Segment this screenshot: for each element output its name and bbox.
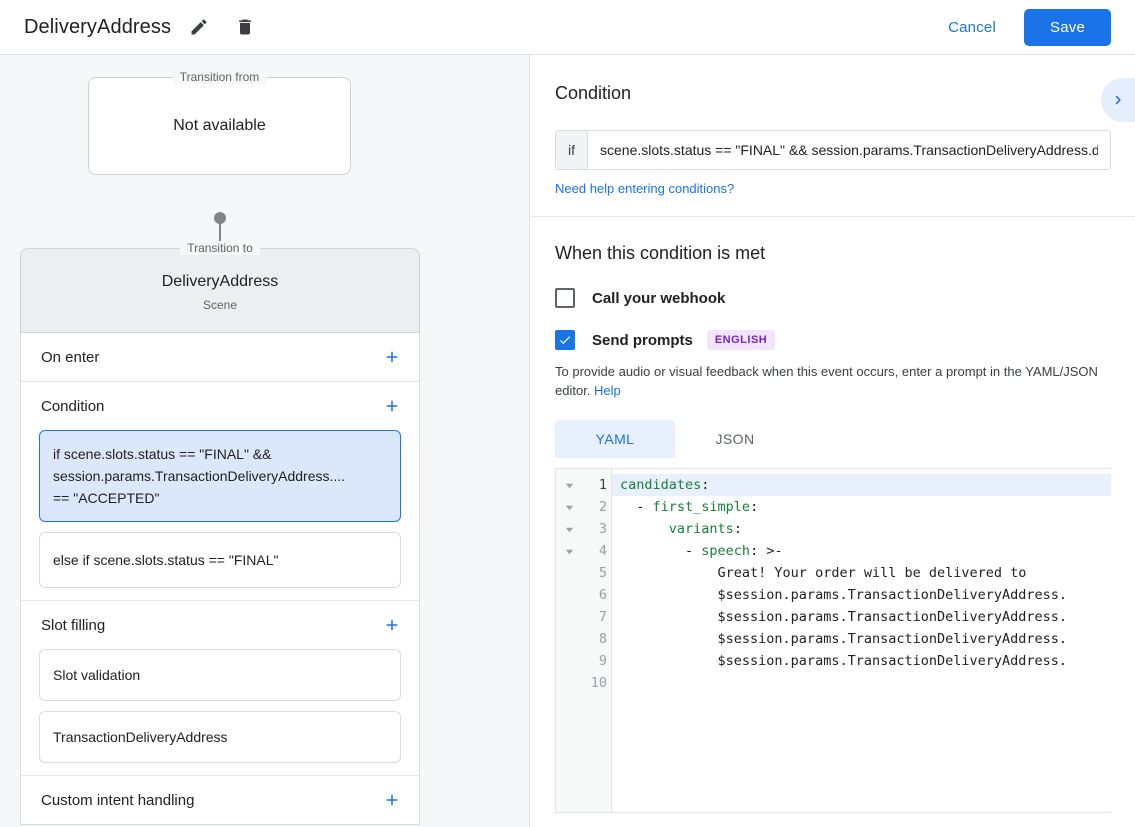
line-number: 8 <box>598 631 607 647</box>
scene-sections-list: On enter Condition if scene.slots.status… <box>20 333 420 825</box>
code-line[interactable]: candidates: <box>612 474 1111 496</box>
when-condition-met-heading: When this condition is met <box>555 243 766 263</box>
send-prompts-label: Send prompts <box>592 331 693 349</box>
condition-input[interactable] <box>588 131 1110 169</box>
section-header-on-enter[interactable]: On enter <box>21 333 419 381</box>
section-header-custom-intent-handling[interactable]: Custom intent handling <box>21 776 419 824</box>
code-editor[interactable]: 1 2 3 4 5 6 7 8 9 10 candidates: - first_simple: … <box>555 468 1111 813</box>
section-title: Slot filling <box>41 616 106 634</box>
line-number: 5 <box>598 565 607 581</box>
editor-fold-gutter[interactable] <box>556 469 582 812</box>
condition-help-link[interactable]: Need help entering conditions? <box>555 181 735 196</box>
chevron-right-icon[interactable] <box>1101 78 1135 122</box>
when-condition-met-section: When this condition is met Call your web… <box>531 217 1135 813</box>
line-number: 4 <box>598 543 607 559</box>
code-line[interactable]: - first_simple: <box>620 499 759 515</box>
section-body-slot-filling: Slot validation TransactionDeliveryAddre… <box>21 649 419 775</box>
code-line[interactable]: $session.params.TransactionDeliveryAddre… <box>620 631 1068 647</box>
condition-if-prefix: if <box>556 131 588 169</box>
fold-spacer <box>556 584 582 606</box>
top-app-bar: DeliveryAddress Cancel Save <box>0 0 1135 55</box>
fold-spacer <box>556 562 582 584</box>
add-condition-button[interactable] <box>379 393 405 419</box>
line-number: 1 <box>598 477 607 493</box>
fold-toggle-icon[interactable] <box>556 496 582 518</box>
fold-toggle-icon[interactable] <box>556 474 582 496</box>
fold-toggle-icon[interactable] <box>556 518 582 540</box>
code-line[interactable] <box>620 672 1111 694</box>
section-title: Condition <box>41 397 105 415</box>
section-title: Custom intent handling <box>41 791 195 809</box>
fold-spacer <box>556 650 582 672</box>
editor-code-area[interactable]: candidates: - first_simple: variants: - … <box>612 469 1111 812</box>
left-panel: Transition from Not available Transition… <box>0 55 530 827</box>
list-item[interactable]: else if scene.slots.status == "FINAL" <box>39 532 401 588</box>
transition-from-box: Transition from Not available <box>88 70 351 175</box>
send-prompts-checkbox[interactable] <box>555 330 575 350</box>
transition-to-box: Transition to DeliveryAddress Scene <box>20 241 420 333</box>
section-title: On enter <box>41 348 100 366</box>
condition-section: Condition if Need help entering conditio… <box>531 55 1135 216</box>
fold-toggle-icon[interactable] <box>556 540 582 562</box>
line-number: 7 <box>598 609 607 625</box>
section-condition: Condition if scene.slots.status == "FINA… <box>21 382 419 601</box>
prompts-helper-text-body: To provide audio or visual feedback when… <box>555 364 1098 398</box>
fold-spacer <box>556 606 582 628</box>
webhook-row[interactable]: Call your webhook <box>555 288 1111 308</box>
call-webhook-label: Call your webhook <box>592 289 726 307</box>
editor-line-numbers: 1 2 3 4 5 6 7 8 9 10 <box>582 469 612 812</box>
condition-heading: Condition <box>555 83 632 103</box>
transition-to-type: Scene <box>202 298 238 312</box>
trash-icon[interactable] <box>227 9 263 45</box>
list-item[interactable]: Slot validation <box>39 649 401 701</box>
add-on-enter-button[interactable] <box>379 344 405 370</box>
transition-graph: Transition from Not available <box>0 55 529 274</box>
code-line[interactable]: - speech: >- <box>620 543 783 559</box>
add-slot-filling-button[interactable] <box>379 612 405 638</box>
line-number: 2 <box>598 499 607 515</box>
section-header-slot-filling[interactable]: Slot filling <box>21 601 419 649</box>
save-button[interactable]: Save <box>1024 8 1111 46</box>
section-slot-filling: Slot filling Slot validation Transaction… <box>21 601 419 776</box>
section-header-condition[interactable]: Condition <box>21 382 419 430</box>
transition-from-legend: Transition from <box>172 70 267 84</box>
send-prompts-row[interactable]: Send prompts ENGLISH <box>555 330 1111 350</box>
pencil-icon[interactable] <box>181 9 217 45</box>
add-custom-intent-button[interactable] <box>379 787 405 813</box>
code-line[interactable]: $session.params.TransactionDeliveryAddre… <box>620 653 1068 669</box>
language-badge: ENGLISH <box>706 330 776 350</box>
condition-input-row[interactable]: if <box>555 130 1111 170</box>
section-custom-intent-handling: Custom intent handling <box>21 776 419 824</box>
line-number: 10 <box>590 675 607 691</box>
list-item[interactable]: if scene.slots.status == "FINAL" && sess… <box>39 430 401 522</box>
line-number: 9 <box>598 653 607 669</box>
divider <box>531 216 1135 217</box>
code-line[interactable]: $session.params.TransactionDeliveryAddre… <box>620 587 1068 603</box>
fold-spacer <box>556 628 582 650</box>
line-number: 3 <box>598 521 607 537</box>
list-item[interactable]: TransactionDeliveryAddress <box>39 711 401 763</box>
transition-from-value: Not available <box>173 117 266 134</box>
prompts-help-link[interactable]: Help <box>594 383 621 398</box>
section-body-condition: if scene.slots.status == "FINAL" && sess… <box>21 430 419 600</box>
code-line[interactable]: variants: <box>668 521 742 537</box>
tab-yaml[interactable]: YAML <box>555 420 675 458</box>
transition-to-legend: Transition to <box>180 241 260 255</box>
code-line[interactable]: Great! Your order will be delivered to <box>620 565 1027 581</box>
right-panel: Condition if Need help entering conditio… <box>531 55 1135 827</box>
fold-spacer <box>556 672 582 694</box>
section-on-enter: On enter <box>21 333 419 382</box>
transition-to-name: DeliveryAddress <box>161 273 279 290</box>
prompts-helper-text: To provide audio or visual feedback when… <box>555 362 1111 400</box>
page-title: DeliveryAddress <box>24 16 172 38</box>
code-line[interactable]: $session.params.TransactionDeliveryAddre… <box>620 609 1068 625</box>
call-webhook-checkbox[interactable] <box>555 288 575 308</box>
editor-format-tabs: YAML JSON <box>555 420 1111 458</box>
cancel-button[interactable]: Cancel <box>934 11 1010 44</box>
line-number: 6 <box>598 587 607 603</box>
tab-json[interactable]: JSON <box>715 431 755 447</box>
